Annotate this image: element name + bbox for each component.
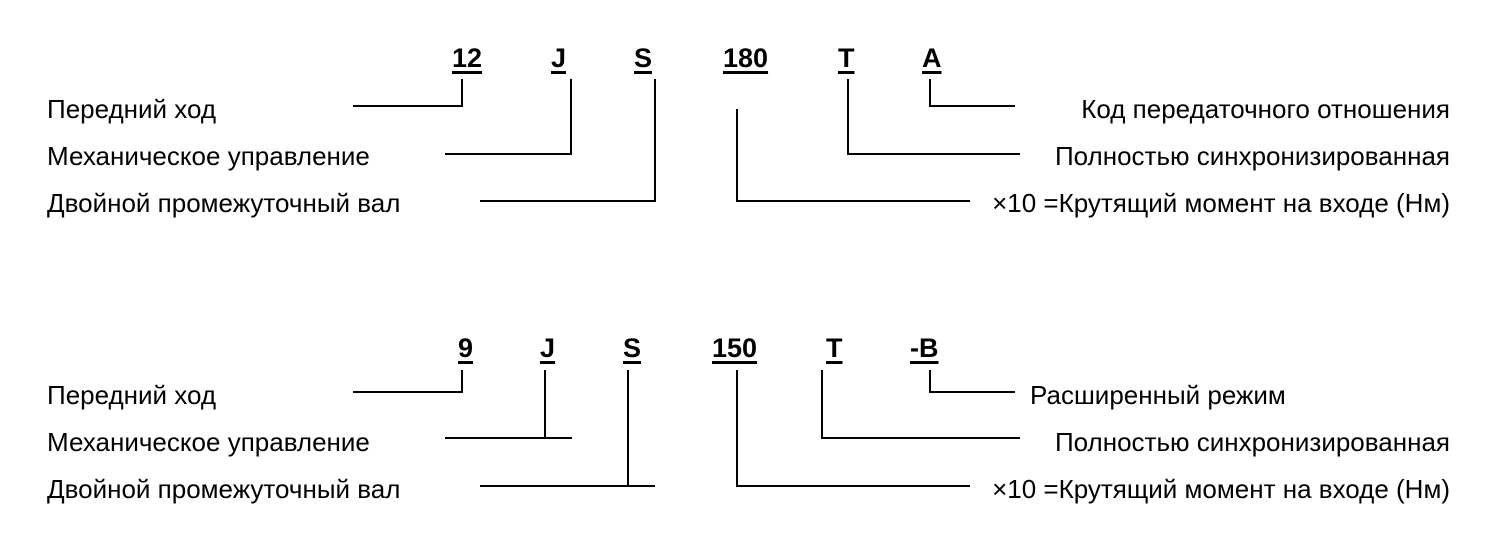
code-segment-control: J [551, 43, 567, 73]
left-label-countershaft: Двойной промежуточный вал [47, 188, 401, 218]
code-segment-suffix: A [922, 43, 942, 73]
code-segment-control: J [540, 333, 556, 363]
connector-torque [736, 370, 970, 487]
connector-countershaft [480, 79, 656, 202]
connector-sync [821, 370, 1020, 439]
left-label-countershaft: Двойной промежуточный вал [47, 474, 401, 504]
right-label-sync: Полностью синхронизированная [1054, 427, 1450, 457]
connector-suffix [929, 79, 1015, 107]
code-segment-countershaft: S [634, 43, 653, 73]
right-label-torque: ×10 =Крутящий момент на входе (Нм) [992, 188, 1450, 218]
code-segment-sync: T [826, 333, 843, 363]
connector-suffix [929, 370, 1015, 393]
connector-torque [736, 109, 970, 202]
code-segment-torque: 150 [712, 333, 758, 363]
right-label-suffix: Расширенный режим [1030, 380, 1286, 410]
right-label-torque: ×10 =Крутящий момент на входе (Нм) [992, 474, 1450, 504]
connector-forward-gears [353, 79, 463, 107]
connector-control [445, 79, 572, 155]
left-label-forward-gears: Передний ход [47, 380, 217, 410]
code-segment-countershaft: S [623, 333, 642, 363]
code-segment-forward-gears: 12 [452, 43, 483, 73]
right-label-sync: Полностью синхронизированная [1054, 141, 1450, 171]
code-segment-suffix: -B [910, 333, 939, 363]
connector-forward-gears [353, 370, 463, 393]
left-label-control: Механическое управление [47, 427, 370, 457]
right-label-suffix: Код передаточного отношения [1081, 94, 1450, 124]
code-segment-torque: 180 [723, 43, 769, 73]
connector-sync [847, 79, 1020, 155]
left-label-control: Механическое управление [47, 141, 370, 171]
code-segment-forward-gears: 9 [458, 333, 474, 363]
code-segment-sync: T [838, 43, 855, 73]
left-label-forward-gears: Передний ход [47, 94, 217, 124]
